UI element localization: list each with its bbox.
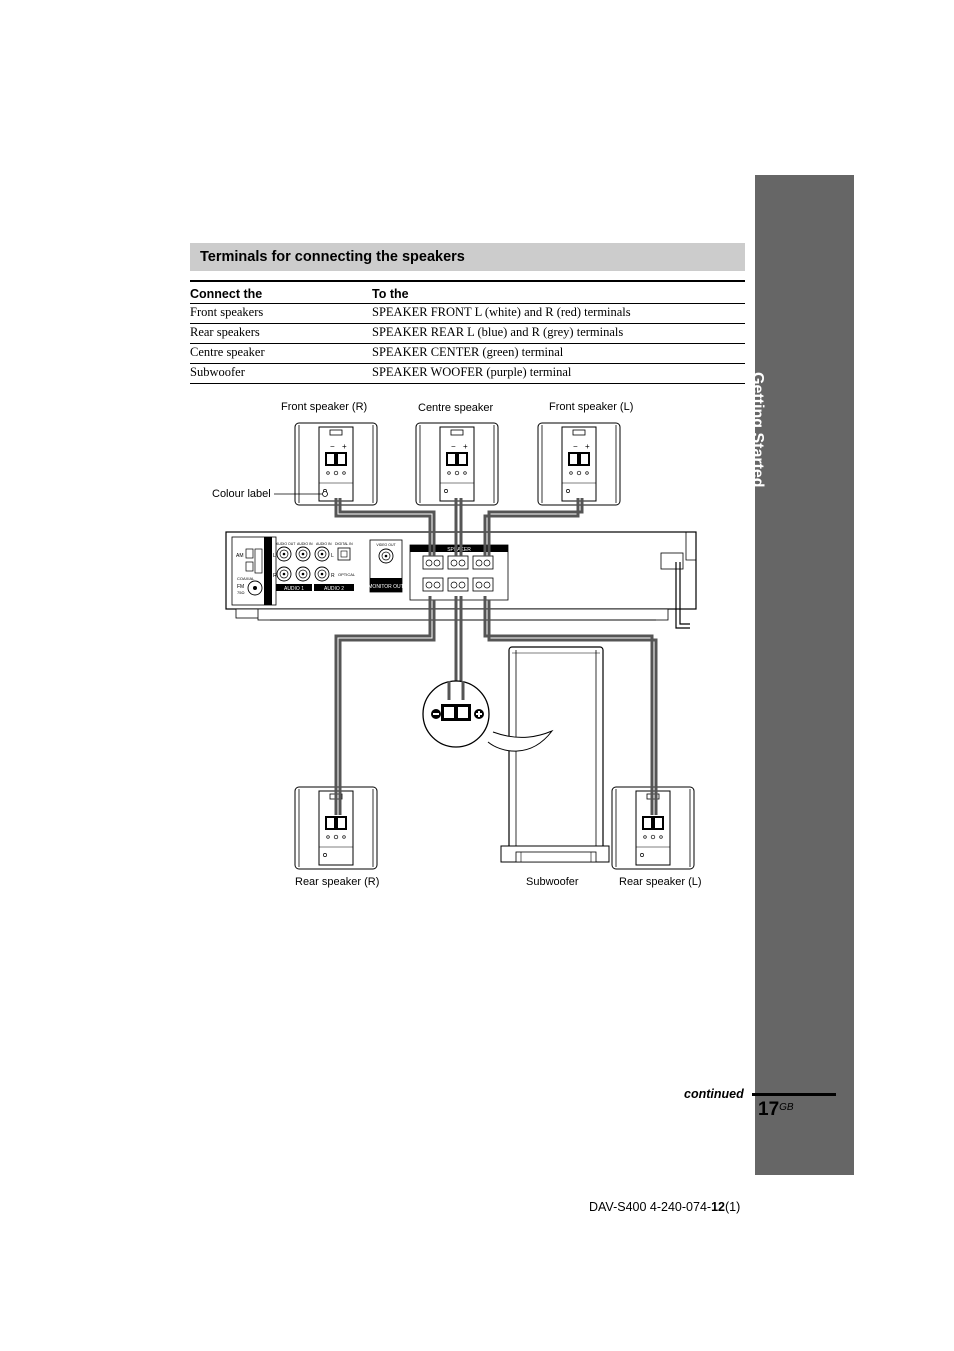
side-tab	[755, 175, 854, 1175]
optical-label: OPTICAL	[338, 572, 356, 577]
minus-sign: −	[573, 442, 578, 451]
label-colour-label: Colour label	[212, 488, 271, 500]
doc-id-suffix: (1)	[724, 1200, 741, 1214]
table-row: Centre speaker SPEAKER CENTER (green) te…	[190, 343, 745, 364]
subwoofer-unit	[500, 646, 610, 863]
label-subwoofer: Subwoofer	[526, 876, 579, 888]
label-front-speaker-r: Front speaker (R)	[281, 401, 368, 413]
label-front-speaker-l: Front speaker (L)	[549, 401, 634, 413]
table-cell: SPEAKER WOOFER (purple) terminal	[372, 363, 745, 384]
plus-sign: +	[585, 442, 590, 451]
audio1-label: AUDIO 1	[284, 586, 304, 592]
optical-port	[337, 547, 351, 561]
r-label-2: R	[331, 573, 335, 579]
r-label: R	[273, 573, 277, 579]
section-title: Terminals for connecting the speakers	[200, 249, 465, 265]
label-centre-speaker: Centre speaker	[418, 402, 494, 414]
section-header: Terminals for connecting the speakers	[190, 243, 745, 271]
table-header-connect: Connect the	[190, 280, 372, 304]
doc-id-bold: 12	[711, 1200, 725, 1214]
minus-sign: −	[330, 442, 335, 451]
speaker-cables	[334, 498, 658, 815]
table-cell: Subwoofer	[190, 363, 372, 384]
ohm-label: 75Ω	[237, 590, 244, 595]
continued-rule	[752, 1093, 836, 1096]
page-number: 17GB	[758, 1099, 794, 1121]
l-label: L	[273, 553, 276, 559]
table-cell: SPEAKER CENTER (green) terminal	[372, 343, 745, 364]
audio-in-label-2: AUDIO IN	[316, 542, 332, 546]
terminal-closeup	[422, 680, 554, 752]
digital-in-label: DIGITAL IN	[335, 542, 353, 546]
table-header-row: Connect the To the	[190, 280, 745, 304]
monitor-out-label: MONITOR OUT	[368, 584, 403, 590]
table-cell: Front speakers	[190, 303, 372, 324]
front-speaker-r: − +	[294, 422, 378, 506]
video-out-label: VIDEO OUT	[376, 543, 396, 547]
colour-label-dot	[322, 491, 328, 497]
page-number-value: 17	[758, 1099, 780, 1120]
speaker-panel-label: SPEAKER	[447, 547, 471, 553]
fm-label: FM	[237, 584, 244, 590]
table-header-to: To the	[372, 280, 745, 304]
centre-speaker: − +	[415, 422, 499, 506]
page-number-suffix: GB	[779, 1102, 794, 1113]
fm-antenna-jack	[247, 580, 263, 596]
label-rear-speaker-r: Rear speaker (R)	[295, 876, 380, 888]
connection-table: Connect the To the Front speakers SPEAKE…	[190, 280, 745, 384]
audio-out-label: AUDIO OUT	[276, 542, 296, 546]
minus-sign: −	[451, 442, 456, 451]
front-speaker-l: − +	[537, 422, 621, 506]
table-row: Rear speakers SPEAKER REAR L (blue) and …	[190, 323, 745, 344]
am-label: AM	[236, 553, 244, 559]
audio2-label: AUDIO 2	[324, 586, 344, 592]
audio-in-label: AUDIO IN	[297, 542, 313, 546]
table-cell: Centre speaker	[190, 343, 372, 364]
label-rear-speaker-l: Rear speaker (L)	[619, 876, 702, 888]
table-cell: Rear speakers	[190, 323, 372, 344]
table-cell: SPEAKER REAR L (blue) and R (grey) termi…	[372, 323, 745, 344]
document-id: DAV-S400 4-240-074-12(1)	[589, 1200, 740, 1214]
table-row: Subwoofer SPEAKER WOOFER (purple) termin…	[190, 363, 745, 384]
coaxial-label: COAXIAL	[237, 576, 255, 581]
plus-sign: +	[342, 442, 347, 451]
continued-label: continued	[684, 1087, 744, 1101]
table-cell: SPEAKER FRONT L (white) and R (red) term…	[372, 303, 745, 324]
doc-id-prefix: DAV-S400 4-240-074-	[589, 1200, 712, 1214]
l-label-2: L	[331, 553, 334, 559]
table-row: Front speakers SPEAKER FRONT L (white) a…	[190, 303, 745, 324]
plus-sign: +	[463, 442, 468, 451]
